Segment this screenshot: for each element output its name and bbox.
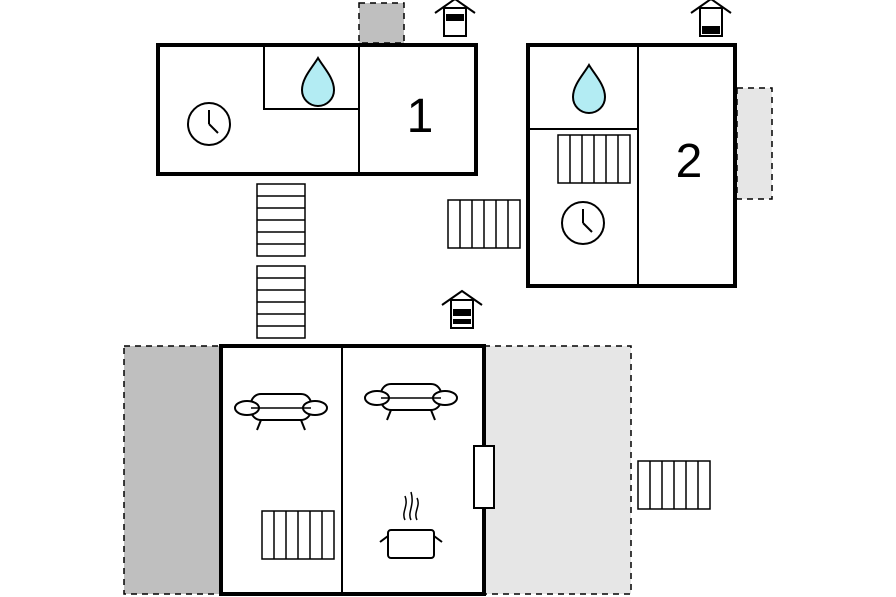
building-3: [219, 344, 495, 596]
house-icon: [690, 0, 732, 37]
stairs-icon: [447, 199, 521, 249]
stairs-icon: [637, 460, 711, 510]
clock-icon: [187, 102, 231, 146]
building-label: 2: [676, 135, 703, 188]
radiator-icon: [261, 510, 335, 560]
terrace-top: [358, 2, 405, 44]
terrace-left: [123, 345, 222, 595]
clock-icon: [561, 201, 605, 245]
water-drop-icon: [572, 64, 606, 114]
sofa-icon: [364, 383, 458, 421]
water-drop-icon: [301, 57, 335, 107]
building-label: 1: [407, 90, 434, 143]
door: [473, 445, 495, 509]
terrace-right: [483, 345, 632, 595]
house-icon: [434, 0, 476, 37]
sofa-icon: [234, 393, 328, 431]
building-1: 1: [156, 43, 478, 176]
radiator-icon: [557, 134, 631, 184]
stairs-icon: [256, 183, 306, 257]
terrace-building2: [736, 87, 773, 200]
building-2: 2: [526, 43, 737, 288]
house-icon: [441, 290, 483, 329]
stairs-icon: [256, 265, 306, 339]
cooking-pot-icon: [379, 491, 443, 559]
